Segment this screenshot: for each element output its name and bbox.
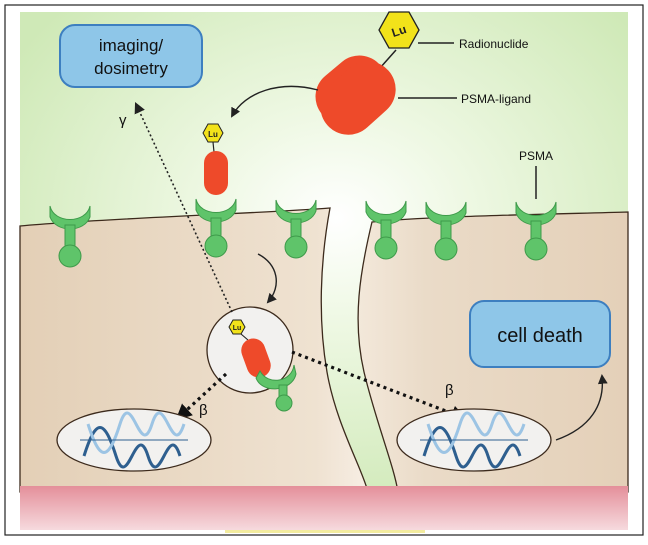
- chelator-linker: [379, 49, 397, 69]
- gamma-ray-arrow: [134, 101, 233, 313]
- lu-label-endosome: Lu: [233, 325, 242, 332]
- beta-label-right: β: [445, 382, 454, 399]
- dosimetry-label: dosimetry: [94, 59, 168, 78]
- beta-ray-arrow-right: [291, 350, 467, 421]
- radionuclide-label: Radionuclide: [459, 37, 529, 51]
- imaging-dosimetry-box: [59, 24, 203, 88]
- psma-receptor: [49, 205, 91, 268]
- cell-death-label: cell death: [497, 325, 583, 347]
- lu-label-large: Lu: [390, 22, 408, 40]
- psma-receptor: [515, 201, 557, 261]
- psma-receptor: [195, 198, 237, 258]
- imaging-label: imaging/: [99, 36, 164, 55]
- bottom-accent: [225, 530, 425, 533]
- dna-left: [80, 411, 188, 469]
- radionuclide-hexagon-large: [378, 11, 420, 49]
- psma-ligand-large-body: [320, 61, 396, 135]
- beta-label-left: β: [199, 402, 208, 419]
- psma-ligand-label: PSMA-ligand: [461, 92, 531, 106]
- psma-ligand-bound: [204, 151, 228, 195]
- cell-death-box: [469, 300, 611, 368]
- internalization-arrow: [257, 253, 277, 304]
- psma-receptor: [275, 199, 317, 259]
- blood-vessel: [20, 486, 628, 530]
- psma-receptor: [365, 200, 407, 260]
- psma-receptor-internalized: [255, 364, 297, 412]
- binding-arrow: [231, 85, 319, 118]
- psma-receptor: [425, 201, 467, 261]
- psma-label: PSMA: [519, 149, 553, 163]
- lu-label-small: Lu: [208, 130, 218, 139]
- psma-ligand-internalized: [241, 338, 271, 378]
- dna-right: [420, 411, 528, 469]
- radionuclide-hexagon-small: [202, 123, 224, 143]
- cell-death-arrow: [555, 374, 608, 441]
- gamma-label: γ: [119, 112, 127, 129]
